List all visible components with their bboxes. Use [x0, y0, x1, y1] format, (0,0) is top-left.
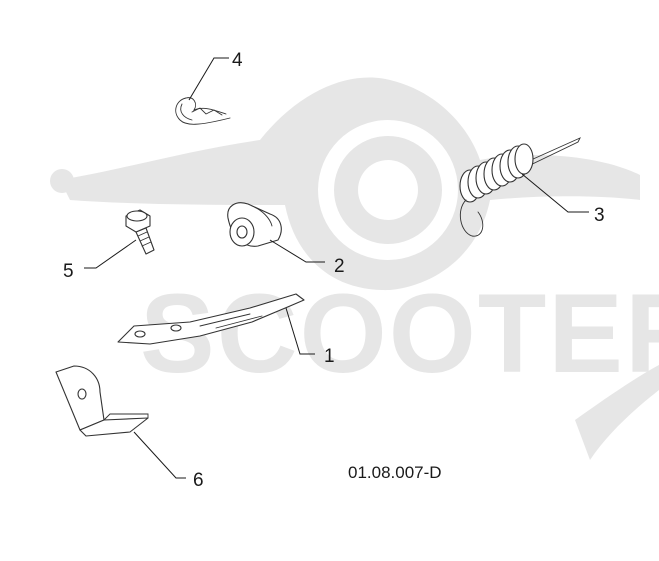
callout-6: 6: [193, 470, 204, 491]
leader-3: [521, 173, 589, 213]
leader-2: [269, 239, 325, 263]
watermark-swoosh: [575, 365, 659, 460]
callout-5: 5: [63, 261, 74, 282]
diagram-code: 01.08.007-D: [348, 463, 442, 482]
part-6-bracket: [55, 365, 149, 437]
leader-6: [133, 431, 186, 479]
callout-4: 4: [232, 50, 243, 71]
callout-1: 1: [324, 346, 335, 367]
watermark-mirror: [50, 169, 74, 193]
part-4-hairpin-clip: [175, 97, 231, 125]
part-1-plate: [117, 293, 305, 345]
watermark-wheel-hub: [358, 160, 418, 220]
callout-3: 3: [594, 205, 605, 226]
watermark-logo: SCOOTER: [50, 77, 659, 460]
callout-2: 2: [334, 256, 345, 277]
leader-4: [188, 57, 229, 101]
part-5-flange-bolt: [125, 209, 155, 255]
part-3-spring: [459, 137, 581, 237]
leader-1: [285, 307, 315, 355]
part-2-bushing: [227, 202, 282, 247]
watermark-text: SCOOTER: [140, 271, 659, 396]
leader-5: [84, 239, 137, 269]
leader-lines: [84, 57, 589, 479]
spring-coils: [459, 143, 534, 203]
callout-labels: 4 5 2 3 1 6: [63, 50, 605, 491]
